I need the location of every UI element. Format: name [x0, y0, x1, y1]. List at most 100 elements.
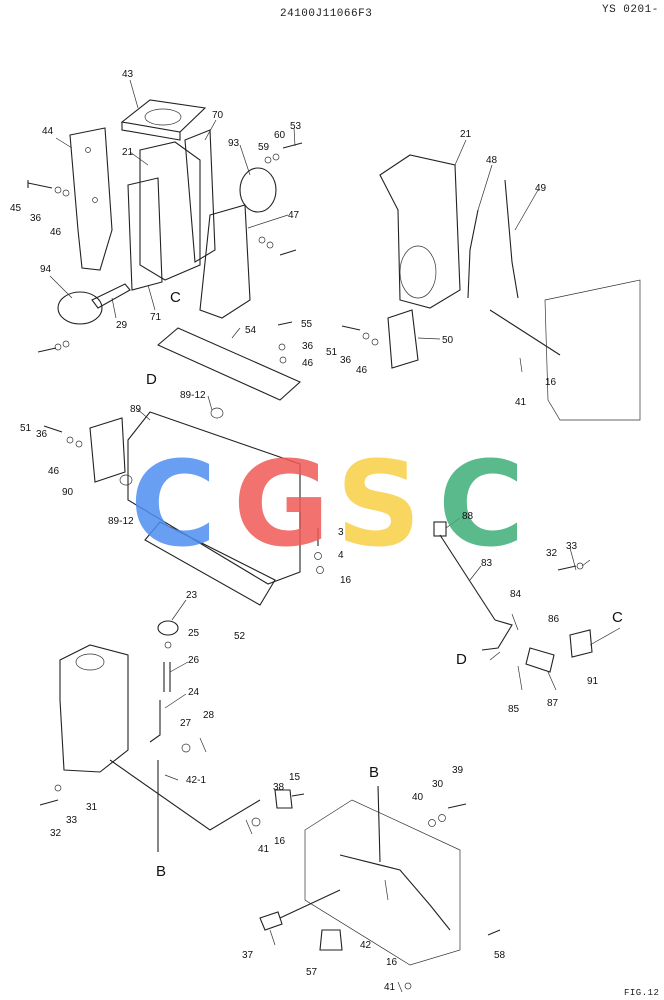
- bolt-53-top: [282, 142, 303, 149]
- cover-plate-54: [156, 327, 301, 401]
- cap-23: [157, 620, 179, 636]
- callout-label: 46: [356, 365, 368, 376]
- callout-label: 89-12: [108, 516, 134, 527]
- callout-label: 85: [508, 704, 520, 715]
- callout-label: 41: [384, 982, 396, 993]
- callout-label: 48: [486, 155, 498, 166]
- callout-label: C: [612, 609, 623, 626]
- mount-box-lower: [304, 799, 461, 966]
- pin-28: [199, 737, 207, 753]
- callout-label: 52: [234, 631, 246, 642]
- callout-label: 50: [442, 335, 454, 346]
- callout-label: 36: [340, 355, 352, 366]
- callout-label: 46: [48, 466, 60, 477]
- washer-16: [251, 817, 261, 827]
- callout-label: 89: [130, 404, 142, 415]
- callout-label: 23: [186, 590, 198, 601]
- rod-49: [504, 179, 519, 299]
- callout-label: 4: [338, 550, 344, 561]
- watermark-letter-3: S: [336, 435, 421, 573]
- callout-label: 21: [122, 147, 134, 158]
- callout-label: 55: [301, 319, 313, 330]
- lever-housing-21: [379, 154, 461, 309]
- callout-label: 94: [40, 264, 52, 275]
- callout-label: 28: [203, 710, 215, 721]
- callout-label: 91: [587, 676, 599, 687]
- callout-label: 60: [274, 130, 286, 141]
- callout-label: 83: [481, 558, 493, 569]
- box-frame-89: [127, 411, 301, 585]
- knob-57: [319, 929, 343, 951]
- bracket-37: [259, 911, 283, 931]
- callout-label: 33: [66, 815, 78, 826]
- bushing-89-12-left: [119, 474, 133, 486]
- lever-housing-lower: [59, 644, 129, 773]
- side-bracket-47: [199, 204, 251, 319]
- block-body-21: [139, 141, 201, 281]
- cover-plate-assembly: [156, 321, 301, 401]
- callout-label: 15: [289, 772, 301, 783]
- callout-label: 27: [180, 718, 192, 729]
- clevis-87: [525, 647, 555, 673]
- watermark-letter-2: G: [233, 435, 330, 573]
- sheet-reference: YS 0201-: [602, 4, 659, 16]
- callout-label: 51: [326, 347, 338, 358]
- link-rod-assembly: [433, 521, 593, 691]
- callout-label: D: [146, 371, 157, 388]
- top-plate-43: [120, 99, 207, 133]
- cover-disc-94: [57, 291, 103, 325]
- callout-label: 71: [150, 312, 162, 323]
- housing-assembly-top-left: [27, 99, 303, 353]
- plate-91: [569, 629, 593, 658]
- callout-label: 88: [462, 511, 474, 522]
- callout-label: 37: [242, 950, 254, 961]
- leader-lines: [49, 79, 621, 946]
- callout-label: 24: [188, 687, 200, 698]
- callout-label: 42-1: [186, 775, 206, 786]
- callout-label: C: [170, 289, 181, 306]
- callout-label: D: [456, 651, 467, 668]
- callout-label: 25: [188, 628, 200, 639]
- callout-labels: 434470219360535945364647942971C545536465…: [10, 69, 623, 993]
- gasket-70: [184, 129, 216, 263]
- callout-label: 16: [340, 575, 352, 586]
- knob-88: [433, 521, 447, 537]
- callout-label: 32: [546, 548, 558, 559]
- callout-label: 54: [245, 325, 257, 336]
- watermark-letter-1: C: [130, 435, 217, 573]
- callout-label: 46: [50, 227, 62, 238]
- washer-27: [181, 743, 191, 753]
- base-plate-52: [144, 521, 276, 606]
- lever-housing-lower-left: [39, 620, 261, 852]
- cable-42: [339, 854, 451, 931]
- callout-label: 30: [432, 779, 444, 790]
- callout-label: 53: [290, 121, 302, 132]
- callout-label: 36: [302, 341, 314, 352]
- callout-label: 90: [62, 487, 74, 498]
- callout-label: 89-12: [180, 390, 206, 401]
- lever-housing-top-right: [341, 154, 641, 421]
- callout-label: 58: [494, 950, 506, 961]
- callout-label: 31: [86, 802, 98, 813]
- bracket-box-middle: [43, 407, 324, 606]
- callout-label: 32: [50, 828, 62, 839]
- washer-25: [164, 641, 172, 649]
- callout-label: B: [369, 764, 379, 781]
- cable-mount-lower-right: [245, 785, 501, 993]
- callout-label: 3: [338, 527, 344, 538]
- callout-label: 36: [36, 429, 48, 440]
- rod-26: [163, 662, 171, 692]
- callout-label: 45: [10, 203, 22, 214]
- bracket-50: [387, 309, 419, 369]
- callout-label: 70: [212, 110, 224, 121]
- callout-label: 16: [274, 836, 286, 847]
- callout-label: 36: [30, 213, 42, 224]
- watermark-letter-4: C: [438, 435, 525, 573]
- callout-label: 47: [288, 210, 300, 221]
- bushing-38: [274, 789, 293, 809]
- callout-label: 59: [258, 142, 270, 153]
- figure-reference: FIG.12: [624, 988, 660, 998]
- callout-label: 39: [452, 765, 464, 776]
- callout-label: 57: [306, 967, 318, 978]
